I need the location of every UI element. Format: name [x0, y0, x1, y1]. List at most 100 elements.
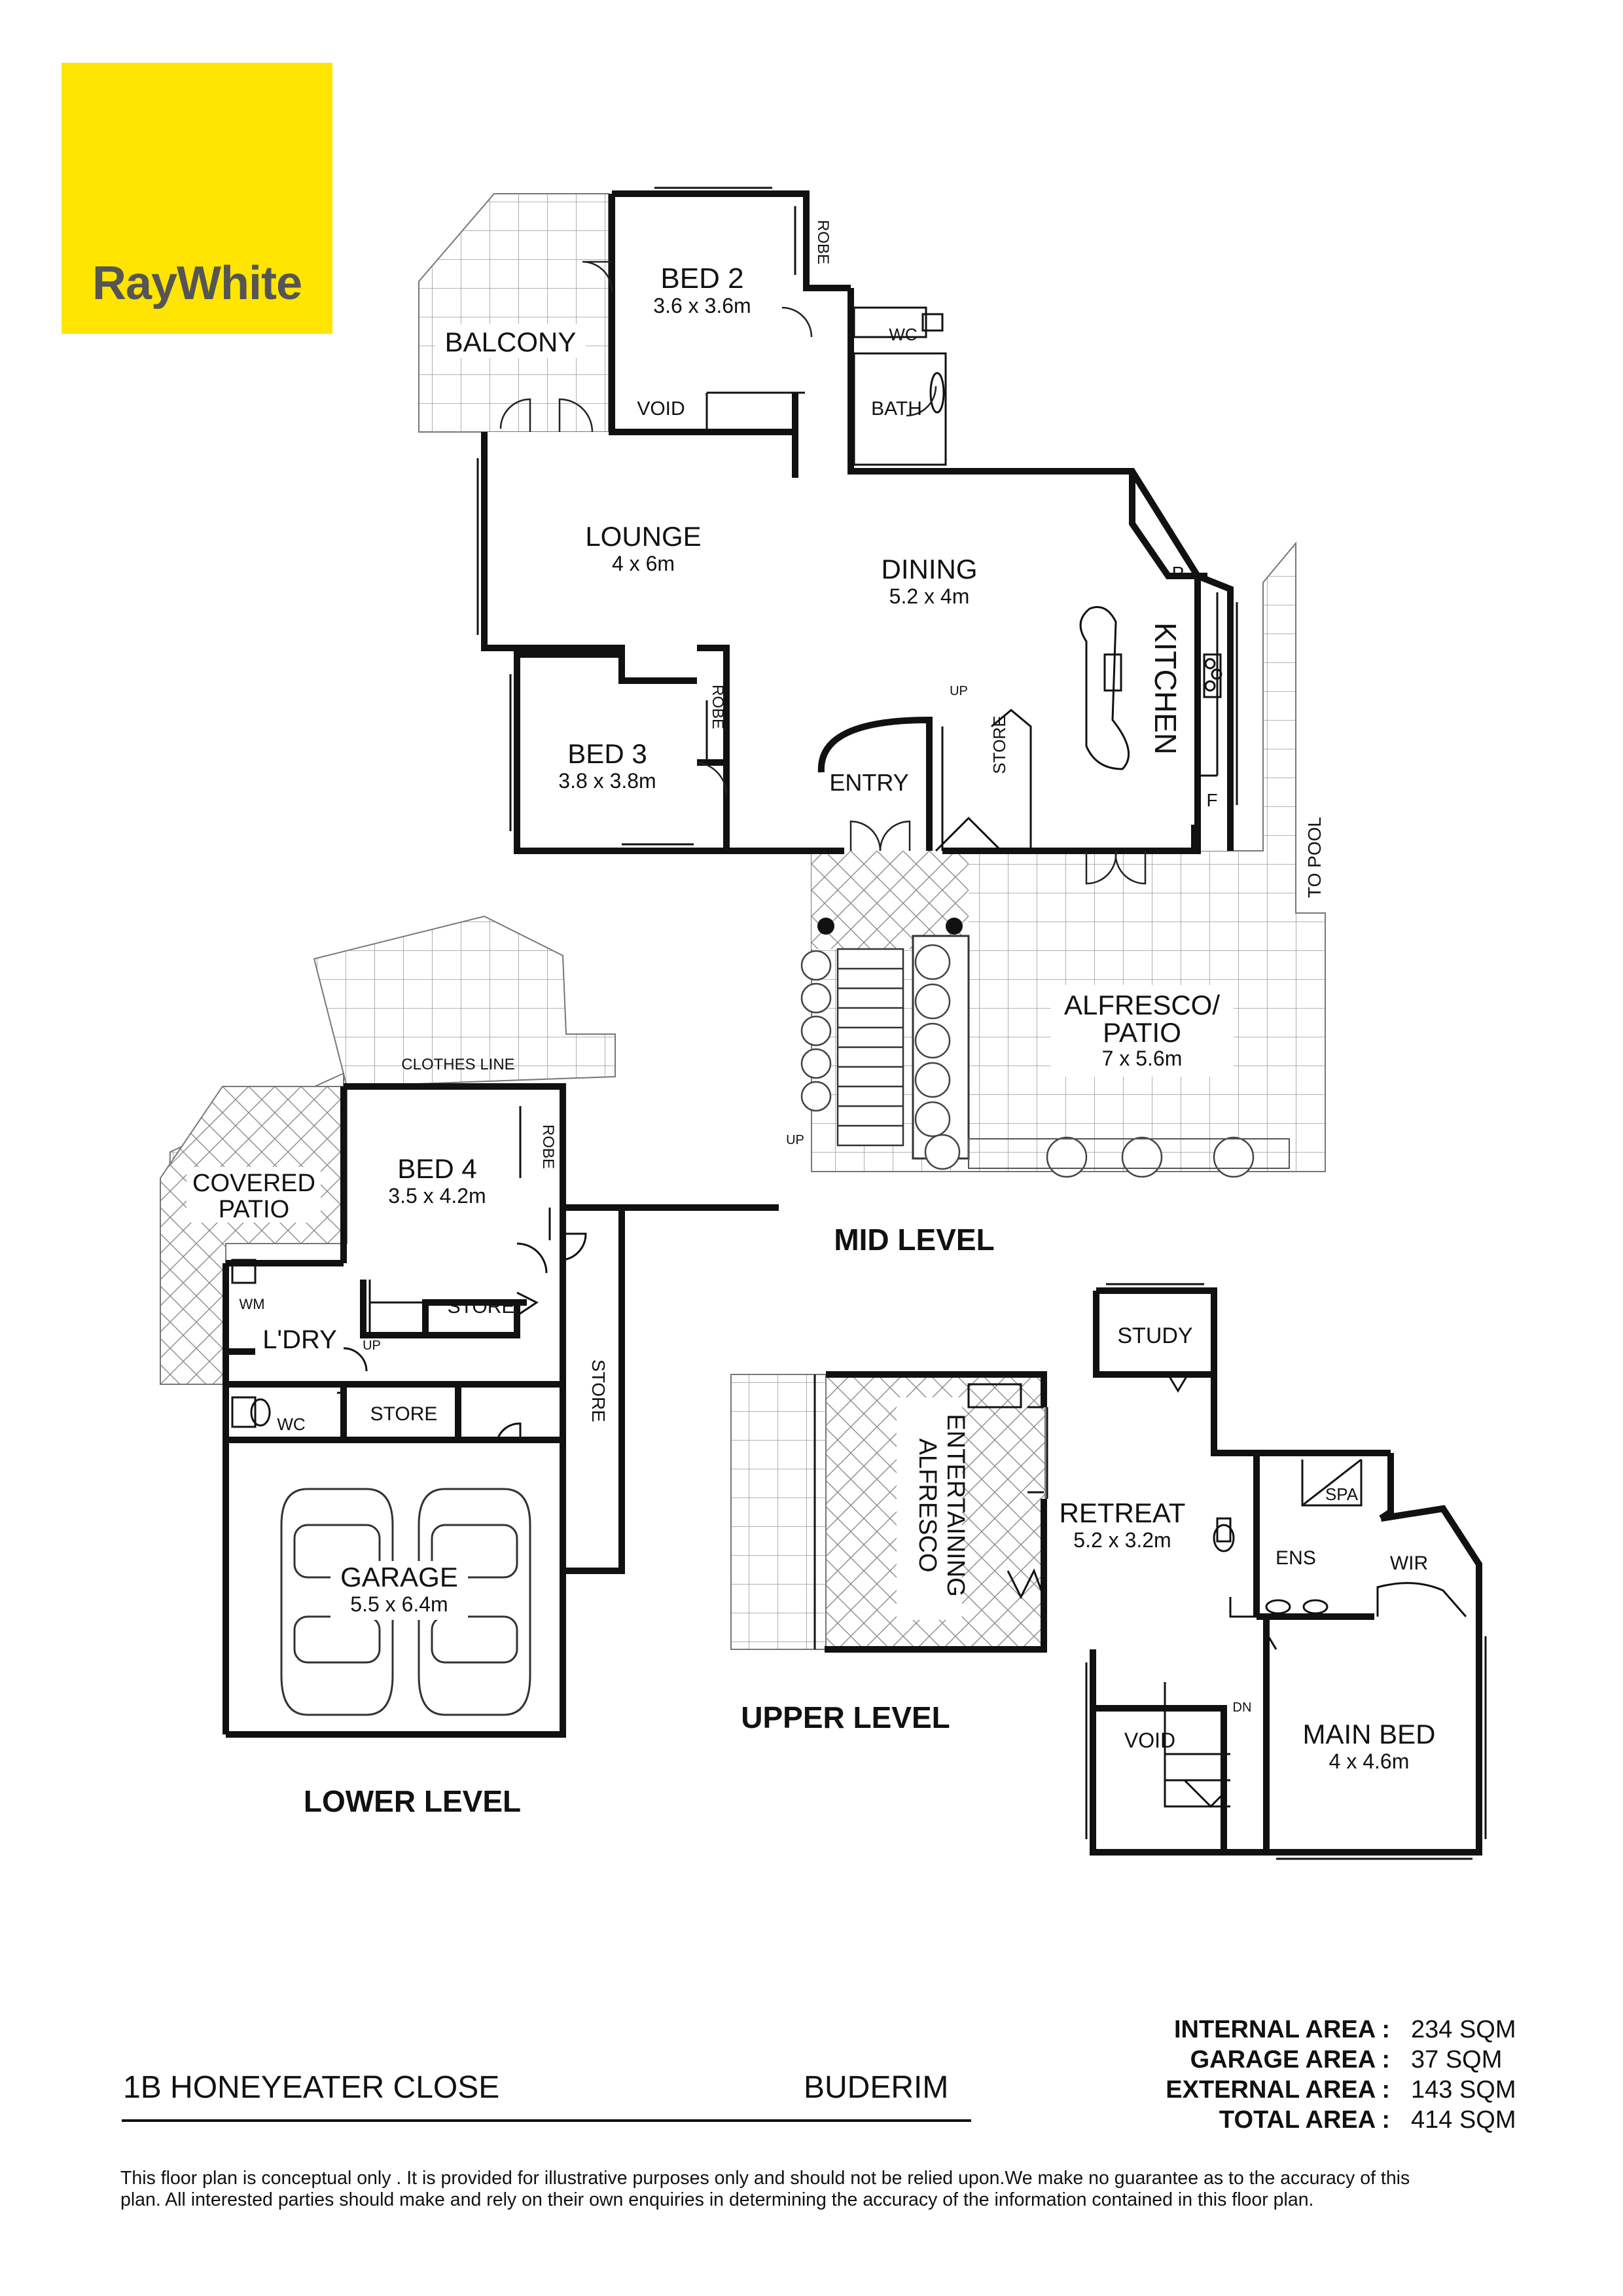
covered-patio-label-1: COVERED [192, 1170, 315, 1197]
garage-cars [280, 1488, 531, 1716]
upper-level-title: UPPER LEVEL [741, 1700, 950, 1734]
alfresco-size: 7 x 5.6m [1102, 1047, 1183, 1070]
address-underline [122, 2119, 971, 2122]
entry-stairs [836, 948, 904, 1147]
upper-level-windows [1085, 1283, 1487, 1860]
area-value: 143 SQM [1411, 2076, 1516, 2104]
ray-white-logo: RayWhite [62, 63, 332, 334]
area-row-garage: GARAGE AREA : 37 SQM [1126, 2046, 1518, 2076]
area-value: 414 SQM [1411, 2106, 1516, 2134]
laundry-label: L'DRY [262, 1325, 337, 1354]
dining-size: 5.2 x 4m [889, 584, 970, 608]
main-bed-label: MAIN BED [1302, 1719, 1435, 1749]
kitchen-label: KITCHEN [1149, 622, 1183, 755]
mid-level-walls [481, 190, 1234, 854]
bed2-label: BED 2 [660, 262, 743, 295]
area-row-external: EXTERNAL AREA : 143 SQM [1126, 2076, 1518, 2106]
mid-level-title: MID LEVEL [834, 1223, 994, 1257]
upper-level-thin-walls [813, 1374, 1467, 1808]
disclaimer: This floor plan is conceptual only . It … [120, 2168, 1508, 2211]
study-label: STUDY [1117, 1323, 1192, 1348]
property-suburb: BUDERIM [804, 2070, 949, 2105]
mid-level-windows [476, 187, 1238, 846]
wm-label: WM [239, 1296, 264, 1312]
bed3-size: 3.8 x 3.8m [558, 769, 656, 793]
lounge-label: LOUNGE [585, 521, 701, 552]
balcony-label-bg [435, 324, 586, 358]
alfresco-label-1: ALFRESCO/ [1064, 990, 1220, 1020]
pillar [946, 918, 963, 935]
mid-up-stair-label: UP [786, 1133, 804, 1147]
spa-label: SPA [1325, 1484, 1359, 1504]
lower-level-thin-walls [224, 1106, 587, 1728]
wc-label: WC [889, 325, 917, 344]
internal-floor [484, 432, 1230, 851]
disclaimer-line-1: This floor plan is conceptual only . It … [120, 2168, 1410, 2189]
area-label: GARAGE AREA : [1190, 2046, 1390, 2073]
alfresco-label-2: PATIO [1103, 1017, 1181, 1048]
area-label: EXTERNAL AREA : [1166, 2076, 1390, 2104]
upper-level-walls [825, 1287, 1482, 1856]
void-label: VOID [637, 398, 685, 420]
alfresco-planter [968, 1138, 1290, 1169]
alfresco-entertaining-label-bg [897, 1397, 962, 1620]
entry-label: ENTRY [829, 769, 908, 796]
bed4-size: 3.5 x 4.2m [388, 1184, 486, 1208]
main-bed-size: 4 x 4.6m [1329, 1749, 1410, 1773]
to-pool-label: TO POOL [1304, 817, 1325, 898]
lower-store-label-2: STORE [370, 1403, 438, 1425]
lower-store-label-3: STORE [588, 1359, 609, 1422]
logo-text: RayWhite [92, 257, 302, 310]
bed2-size: 3.6 x 3.6m [653, 294, 751, 317]
area-value: 234 SQM [1411, 2016, 1516, 2043]
dn-label: DN [1233, 1700, 1252, 1715]
garage-label-bg [330, 1561, 468, 1620]
property-address: 1B HONEYEATER CLOSE [123, 2070, 500, 2105]
pillar [817, 918, 834, 935]
entry-porch-tiles [812, 851, 969, 949]
mid-up-label: UP [950, 684, 968, 698]
disclaimer-line-2: plan. All interested parties should make… [120, 2189, 1314, 2210]
retreat-label: RETREAT [1060, 1498, 1186, 1528]
wir-label: WIR [1390, 1552, 1428, 1574]
balcony-deck [418, 193, 609, 433]
pantry-label: P [1172, 563, 1185, 583]
mid-level-plan: BED 2 3.6 x 3.6m ROBE BALCONY WC BATH VO… [418, 187, 1326, 1257]
alfresco-entertaining-label-2: ENTERTAINING [942, 1414, 969, 1596]
upper-void-label: VOID [1124, 1729, 1175, 1752]
mid-level-thin-walls [705, 206, 1222, 852]
bath-label: BATH [871, 398, 922, 420]
mid-store-label: STORE [990, 715, 1009, 774]
area-row-total: TOTAL AREA : 414 SQM [1126, 2106, 1518, 2136]
area-row-internal: INTERNAL AREA : 234 SQM [1126, 2016, 1518, 2046]
lower-store-label-1: STORE [448, 1296, 515, 1318]
bed2-robe-label: ROBE [814, 220, 832, 264]
lower-level-title: LOWER LEVEL [304, 1784, 521, 1818]
alfresco-label-bg [1050, 985, 1234, 1077]
bed3-robe-label: ROBE [709, 685, 726, 729]
upper-deck-tiles [730, 1374, 827, 1650]
upper-level-plan: STUDY ALFRESCO ENTERTAINING RETREAT 5.2 … [730, 1283, 1487, 1860]
retreat-size: 5.2 x 3.2m [1073, 1528, 1171, 1552]
clothes-line-label: CLOTHES LINE [401, 1056, 514, 1073]
ens-label: ENS [1275, 1547, 1316, 1569]
bed4-robe-label: ROBE [539, 1124, 557, 1169]
area-label: TOTAL AREA : [1219, 2106, 1390, 2134]
bed3-label: BED 3 [567, 738, 647, 769]
bed4-label: BED 4 [397, 1153, 476, 1184]
lower-level-plan: CLOTHES LINE COVERED PATIO BED 4 3.5 x 4… [160, 915, 779, 1818]
lounge-size: 4 x 6m [612, 552, 675, 575]
covered-patio-label-bg [187, 1167, 321, 1223]
covered-patio-label-2: PATIO [219, 1196, 289, 1223]
area-label: INTERNAL AREA : [1173, 2016, 1390, 2043]
alfresco-entertaining-label-1: ALFRESCO [914, 1439, 941, 1573]
mid-level-doors [499, 260, 1147, 885]
garden-shrubs [800, 944, 1255, 1178]
area-value: 37 SQM [1411, 2046, 1503, 2073]
area-summary: INTERNAL AREA : 234 SQM GARAGE AREA : 37… [1126, 2016, 1518, 2136]
garage-label: GARAGE [340, 1562, 458, 1592]
balcony-label: BALCONY [445, 327, 577, 357]
lower-up-label: UP [363, 1338, 381, 1353]
dining-label: DINING [882, 554, 978, 584]
